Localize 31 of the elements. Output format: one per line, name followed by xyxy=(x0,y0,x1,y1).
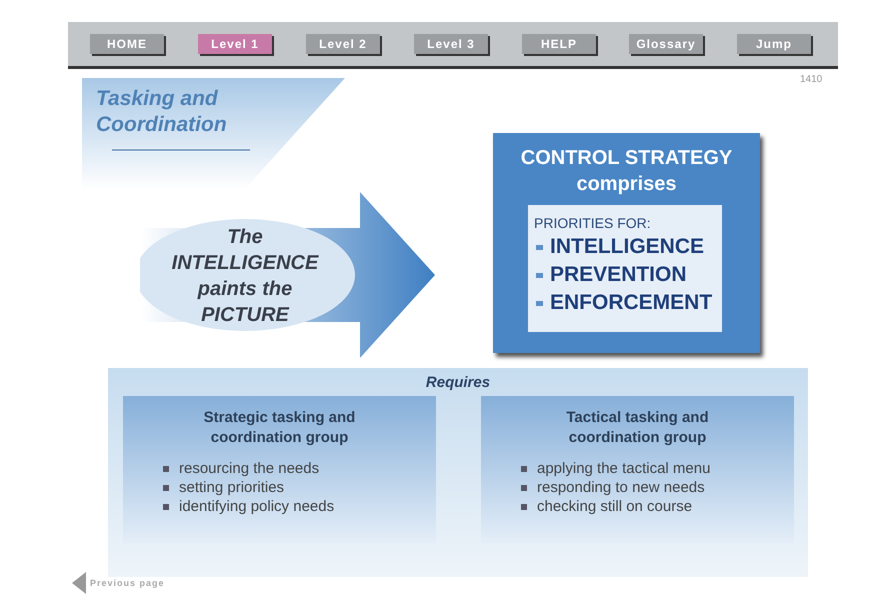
group-panel xyxy=(123,396,436,543)
bullet-item: resourcing the needs xyxy=(161,460,320,477)
nav-button: Level 2 xyxy=(306,34,380,54)
bullet-item: setting priorities xyxy=(161,479,284,496)
requires-panel xyxy=(108,368,808,577)
nav-button: Glossary xyxy=(629,34,703,54)
panel-heading: Requires xyxy=(424,374,492,391)
group-heading: Strategic tasking and coordination group xyxy=(202,408,356,448)
bullet-item: identifying policy needs xyxy=(161,498,334,515)
nav-button: Level 1 xyxy=(198,34,272,54)
group-heading: Tactical tasking and coordination group xyxy=(565,408,710,448)
nav-button: Jump xyxy=(737,34,811,54)
arrow-text: The INTELLIGENCE paints the PICTURE xyxy=(170,225,320,328)
previous-page-link: Previous page xyxy=(72,572,165,594)
box-heading: CONTROL STRATEGY comprises xyxy=(520,146,734,197)
bullet-item: applying the tactical menu xyxy=(519,460,710,477)
strategy-box xyxy=(493,133,760,353)
slide-title: Tasking and Coordination xyxy=(96,86,228,138)
priority-item: INTELLIGENCE xyxy=(534,233,704,261)
priority-item: PREVENTION xyxy=(534,261,687,289)
page-number: 1410 xyxy=(800,74,822,85)
bullet-item: checking still on course xyxy=(519,498,692,515)
priorities-panel xyxy=(528,205,722,332)
nav-button: HELP xyxy=(522,34,596,54)
bullet-item: responding to new needs xyxy=(519,479,705,496)
arrow-shape xyxy=(140,192,435,358)
group-panel xyxy=(481,396,794,543)
panel-heading: PRIORITIES FOR: xyxy=(534,215,651,231)
nav-button: Level 3 xyxy=(414,34,488,54)
nav-button: HOME xyxy=(90,34,164,54)
priority-item: ENFORCEMENT xyxy=(534,289,712,317)
